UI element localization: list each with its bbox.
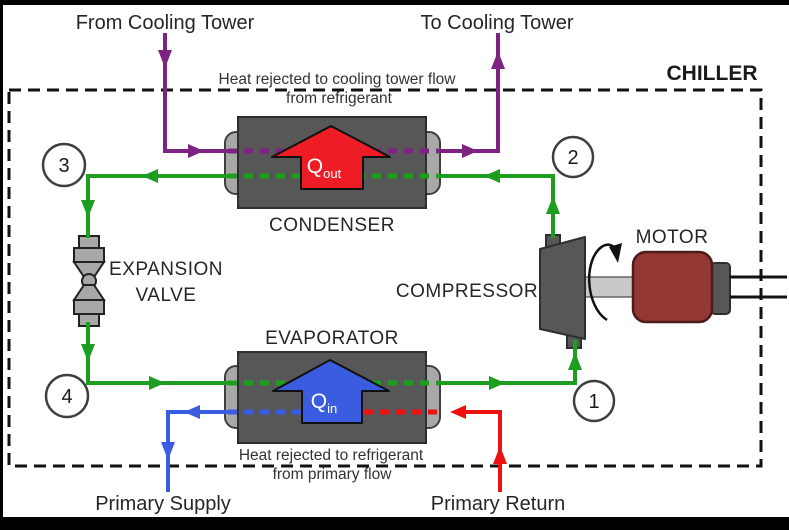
expansion-valve-label-line1: EXPANSION (109, 259, 223, 280)
green-arrow-left-icon (142, 169, 158, 183)
refrigerant-arrowheads (81, 169, 582, 390)
left-edge-bar (0, 0, 3, 530)
evaporator: Qin (224, 351, 441, 444)
red-arrow-up-icon (493, 446, 507, 464)
red-arrow-left-icon (450, 405, 466, 419)
green-arrow-left2-icon (484, 169, 500, 183)
expansion-valve (72, 235, 106, 327)
condenser-heat-note-line2: from refrigerant (286, 90, 393, 107)
bottom-edge-bar (0, 517, 789, 530)
purple-arrow-right2-icon (462, 144, 478, 158)
green-arrow-right-icon (149, 376, 165, 390)
valve-top-body (73, 247, 105, 263)
expansion-valve-label-line2: VALVE (136, 285, 197, 306)
evaporator-label: EVAPORATOR (265, 328, 399, 349)
condenser-label: CONDENSER (269, 215, 395, 236)
green-arrow-up2-icon (568, 352, 582, 370)
qout-heat-arrow (271, 125, 391, 190)
to-cooling-tower-label: To Cooling Tower (420, 12, 573, 34)
state-point-2-circle (551, 135, 595, 179)
blue-arrow-left-icon (184, 405, 200, 419)
qout-label: Qout (307, 155, 342, 181)
state-point-2-number: 2 (567, 147, 578, 169)
motor-end-block (710, 262, 731, 315)
valve-bottom-body (73, 299, 105, 315)
green-arrow-down-icon (81, 200, 95, 218)
blue-arrow-down-icon (161, 442, 175, 460)
primary-return-arrowheads (450, 405, 507, 464)
green-arrow-down2-icon (81, 344, 95, 362)
purple-arrow-up-icon (491, 51, 505, 69)
condenser-heat-note-line1: Heat rejected to cooling tower flow (219, 71, 457, 88)
evaporator-heat-note-line2: from primary flow (273, 466, 393, 483)
evaporator-heat-note-line1: Heat rejected to refrigerant (239, 447, 424, 464)
primary-return-label: Primary Return (431, 493, 565, 515)
green-arrow-up-icon (546, 196, 560, 214)
state-point-1-circle (572, 379, 616, 423)
state-point-4-circle (44, 373, 90, 419)
motor-shaft (584, 276, 634, 298)
qin-label: Qin (311, 390, 337, 416)
purple-arrow-down-icon (158, 50, 172, 68)
compressor-motor-assembly (539, 234, 787, 349)
compressor-label: COMPRESSOR (396, 281, 538, 302)
condenser: Qout (224, 116, 441, 209)
purple-arrow-right-icon (188, 144, 204, 158)
state-point-4-number: 4 (61, 386, 72, 408)
state-point-3-number: 3 (58, 155, 69, 177)
top-edge-bar (0, 0, 789, 5)
chiller-label: CHILLER (667, 62, 758, 85)
motor-label: MOTOR (636, 227, 709, 248)
primary-supply-arrowheads (161, 405, 200, 460)
state-point-3-circle (41, 142, 87, 188)
qin-heat-arrow (272, 359, 390, 424)
state-points: 3 2 4 1 (41, 135, 616, 423)
primary-supply-label: Primary Supply (95, 493, 231, 515)
compressor-body (539, 236, 586, 340)
rotation-arrow-head (609, 243, 622, 263)
green-arrow-right2-icon (489, 376, 505, 390)
state-point-1-number: 1 (588, 391, 599, 413)
motor-body (631, 250, 714, 324)
cooling-tower-arrowheads (158, 50, 505, 158)
from-cooling-tower-label: From Cooling Tower (76, 12, 255, 34)
